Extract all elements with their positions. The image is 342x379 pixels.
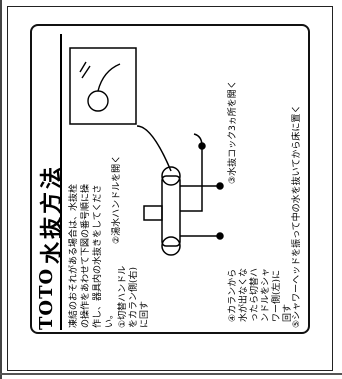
instruction-label: TOTO 水抜方法 凍結のおそれがある場合は、水抜栓の操作をあわせて下図の番号順… bbox=[30, 24, 310, 334]
step-1: ①切替ハンドルをカラン側(右)に回す bbox=[118, 265, 150, 328]
step-4: ④カランから水が出なくなったら切替ハンドルをシャワー側(左)に回す bbox=[228, 267, 293, 322]
brand-logo: TOTO bbox=[36, 267, 57, 330]
shower-head-inset bbox=[69, 47, 137, 125]
scan-edge-left bbox=[0, 0, 2, 379]
cold-handle bbox=[161, 166, 181, 186]
faucet-diagram bbox=[136, 125, 224, 256]
drain-cock-1 bbox=[216, 232, 224, 240]
drain-cock-3 bbox=[198, 142, 206, 150]
label-content: TOTO 水抜方法 凍結のおそれがある場合は、水抜栓の操作をあわせて下図の番号順… bbox=[32, 26, 308, 332]
shower-head bbox=[87, 90, 109, 112]
diverter-handle bbox=[143, 205, 163, 221]
intro-text: 凍結のおそれがある場合は、水抜栓の操作をあわせて下図の番号順に操作し、器具内の水… bbox=[69, 183, 115, 328]
step-5: ⑤シャワーヘッドを振って中の水を抜いてから床に置く bbox=[292, 104, 302, 328]
shake-arrows bbox=[79, 61, 91, 79]
shower-hose bbox=[136, 125, 172, 172]
mixer-body bbox=[161, 175, 181, 247]
hot-handle bbox=[161, 236, 181, 256]
supply-pipes bbox=[180, 185, 220, 237]
scan-edge-bottom bbox=[0, 373, 342, 375]
step-2: ②湯水ハンドルを開く bbox=[112, 154, 122, 244]
title-rule bbox=[60, 34, 62, 330]
inset-hose bbox=[97, 63, 121, 92]
drain-cock-2 bbox=[216, 182, 224, 190]
